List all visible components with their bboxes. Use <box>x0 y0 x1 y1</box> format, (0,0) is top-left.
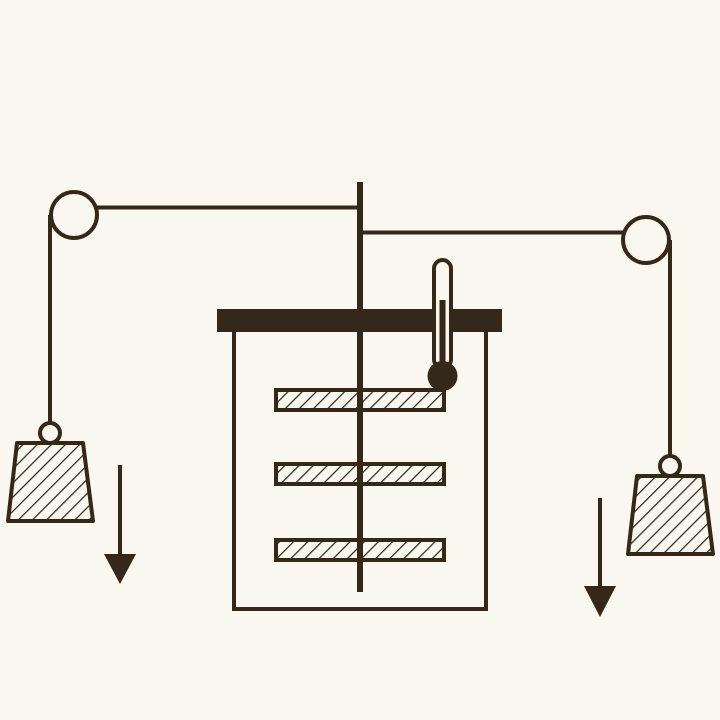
down-arrow-icon <box>104 465 136 584</box>
thermometer-bulb <box>427 361 458 391</box>
paddle-blade-top <box>274 388 446 412</box>
paddle-blade-bottom <box>274 538 446 562</box>
arrow-right-head <box>584 586 616 617</box>
paddle-blade-middle <box>274 462 446 486</box>
weight-right-hook <box>658 454 682 478</box>
pulley-right <box>621 215 671 265</box>
weight-left-hook <box>38 421 62 445</box>
down-arrow-icon <box>584 498 616 617</box>
weight-right <box>626 454 715 556</box>
arrow-left-head <box>104 554 136 584</box>
weight-left <box>6 421 95 523</box>
thermometer-icon <box>427 258 458 391</box>
hatched-mass-icon <box>6 441 95 523</box>
pulley-left <box>49 190 99 240</box>
hatched-mass-icon <box>626 474 715 556</box>
paddle-blades <box>274 388 446 562</box>
